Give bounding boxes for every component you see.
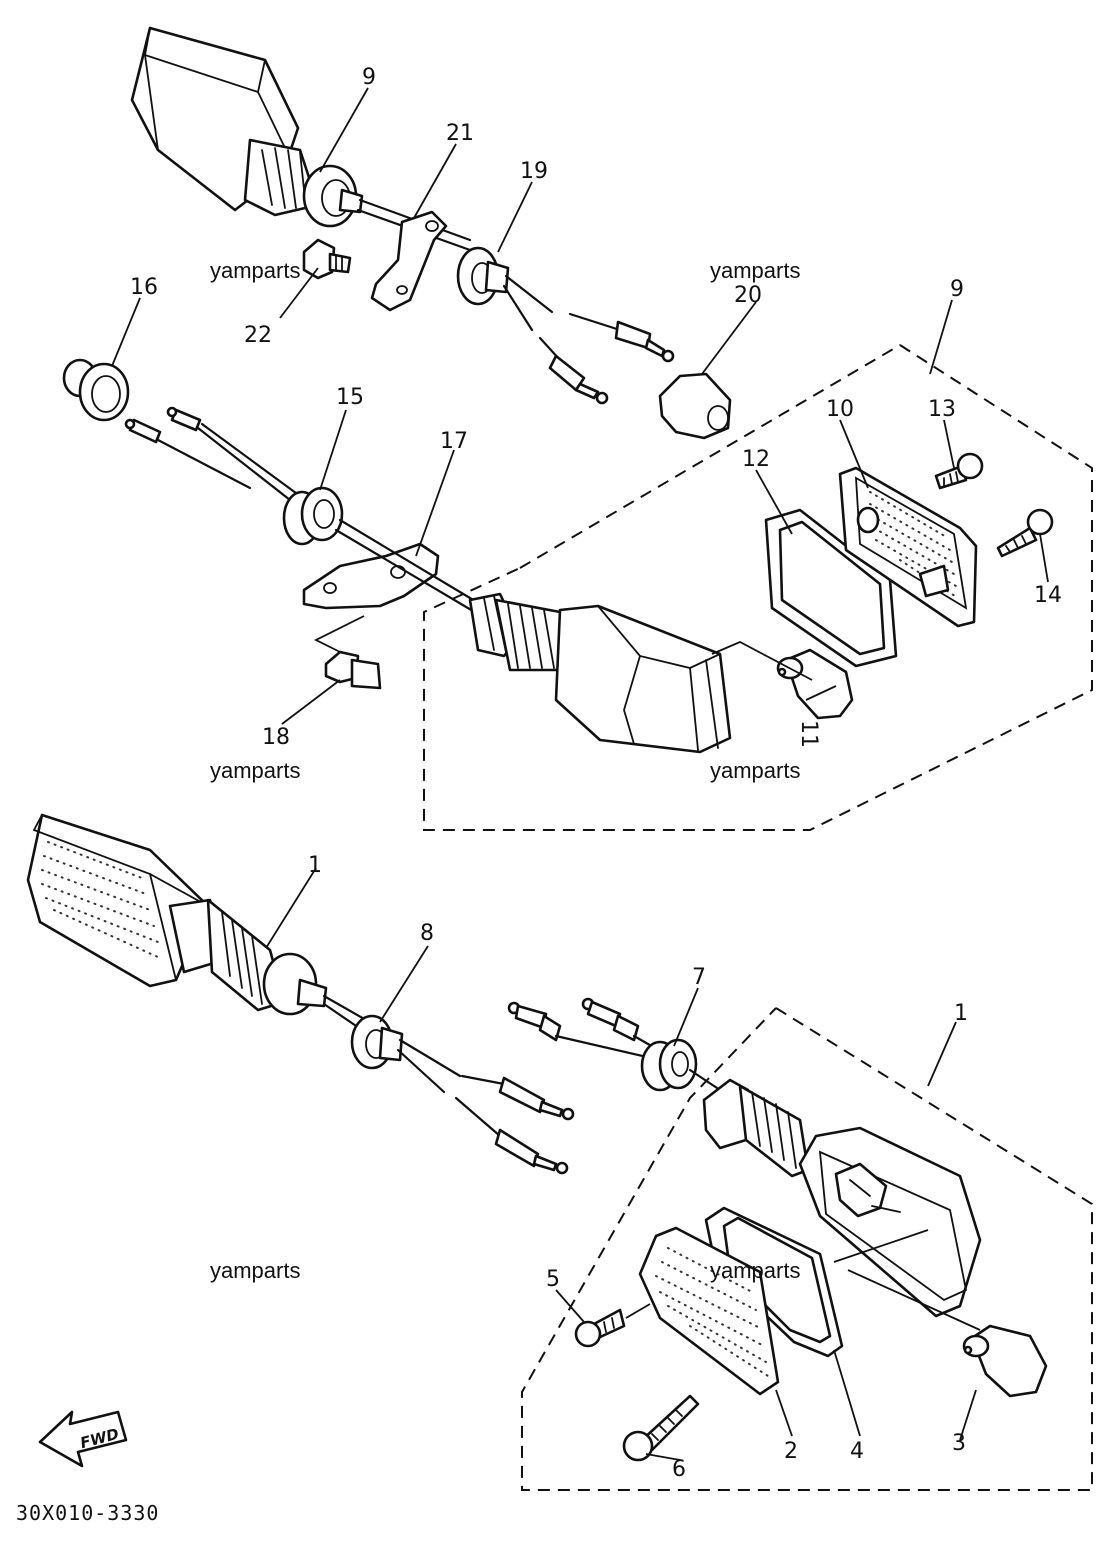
- grommet-19: [456, 246, 510, 306]
- part-number-7: 7: [692, 965, 706, 990]
- part-number-14: 14: [1034, 583, 1062, 608]
- screw-6: [622, 1394, 700, 1462]
- lens-10: [838, 466, 978, 628]
- bolt-18: [313, 615, 382, 690]
- bracket-17: [302, 542, 440, 610]
- middle-group-boundary: [423, 344, 1093, 831]
- grommet-16: [62, 358, 130, 422]
- middle-wire-connectors: [124, 406, 302, 502]
- part-number-22: 22: [244, 323, 272, 348]
- watermark-text: yamparts: [710, 258, 800, 283]
- part-number-3: 3: [952, 1431, 966, 1456]
- middle-wire: [334, 518, 482, 616]
- part-number-8: 8: [420, 921, 434, 946]
- part-number-9-middle: 9: [950, 277, 964, 302]
- grommet-15: [282, 486, 344, 546]
- leader-lines: [111, 87, 1049, 1461]
- part-number-19: 19: [520, 159, 548, 184]
- bottom-right-flasher-lamp: [702, 1078, 982, 1318]
- lens-2: [638, 1226, 780, 1396]
- part-number-13: 13: [928, 397, 956, 422]
- grommet-7: [640, 1038, 722, 1092]
- screw-5: [574, 1303, 651, 1348]
- screw-13: [934, 452, 984, 490]
- part-number-12: 12: [742, 447, 770, 472]
- top-wire-connectors: [502, 274, 675, 405]
- bulb-3: [833, 1229, 1048, 1398]
- gasket-12: [764, 508, 898, 668]
- part-number-1-right: 1: [954, 1001, 968, 1026]
- bottom-group-boundary: [521, 1007, 1093, 1491]
- watermark-text: yamparts: [210, 758, 300, 783]
- part-number-17: 17: [440, 429, 468, 454]
- grommet-20: [658, 372, 732, 440]
- right-wire-connectors: [507, 997, 664, 1062]
- part-number-18: 18: [262, 725, 290, 750]
- part-number-20: 20: [734, 283, 762, 308]
- part-number-labels: 9 21 19 22 20 16 9 15 17 10 13 12 14 18 …: [130, 65, 1062, 1482]
- drawing-code: 30X010-3330: [16, 1501, 159, 1525]
- watermarks: yamparts yamparts yamparts yamparts yamp…: [210, 258, 800, 1283]
- fwd-arrow-icon: FWD: [38, 1410, 128, 1468]
- middle-flasher-lamp: [468, 592, 732, 754]
- watermark-text: yamparts: [710, 1258, 800, 1283]
- watermark-text: yamparts: [710, 758, 800, 783]
- part-number-2: 2: [784, 1439, 798, 1464]
- middle-group-boundary-2: [519, 344, 901, 569]
- part-number-16: 16: [130, 275, 158, 300]
- part-number-15: 15: [336, 385, 364, 410]
- part-number-5: 5: [546, 1267, 560, 1292]
- part-number-6: 6: [672, 1457, 686, 1482]
- bolt-22: [302, 238, 352, 280]
- bulb-11: [711, 641, 854, 720]
- top-flasher-assembly: [130, 26, 472, 252]
- part-number-1-left: 1: [308, 853, 322, 878]
- part-number-4: 4: [850, 1439, 864, 1464]
- watermark-text: yamparts: [210, 258, 300, 283]
- part-number-9-top: 9: [362, 65, 376, 90]
- screw-14: [996, 508, 1054, 558]
- watermark-text: yamparts: [210, 1258, 300, 1283]
- part-number-21: 21: [446, 121, 474, 146]
- part-number-11: 11: [796, 720, 821, 748]
- bracket-21: [370, 210, 448, 312]
- bottom-left-flasher: [26, 813, 368, 1032]
- grommet-8: [350, 1014, 404, 1070]
- bottom-left-wire-connectors: [396, 1038, 575, 1175]
- part-number-10: 10: [826, 397, 854, 422]
